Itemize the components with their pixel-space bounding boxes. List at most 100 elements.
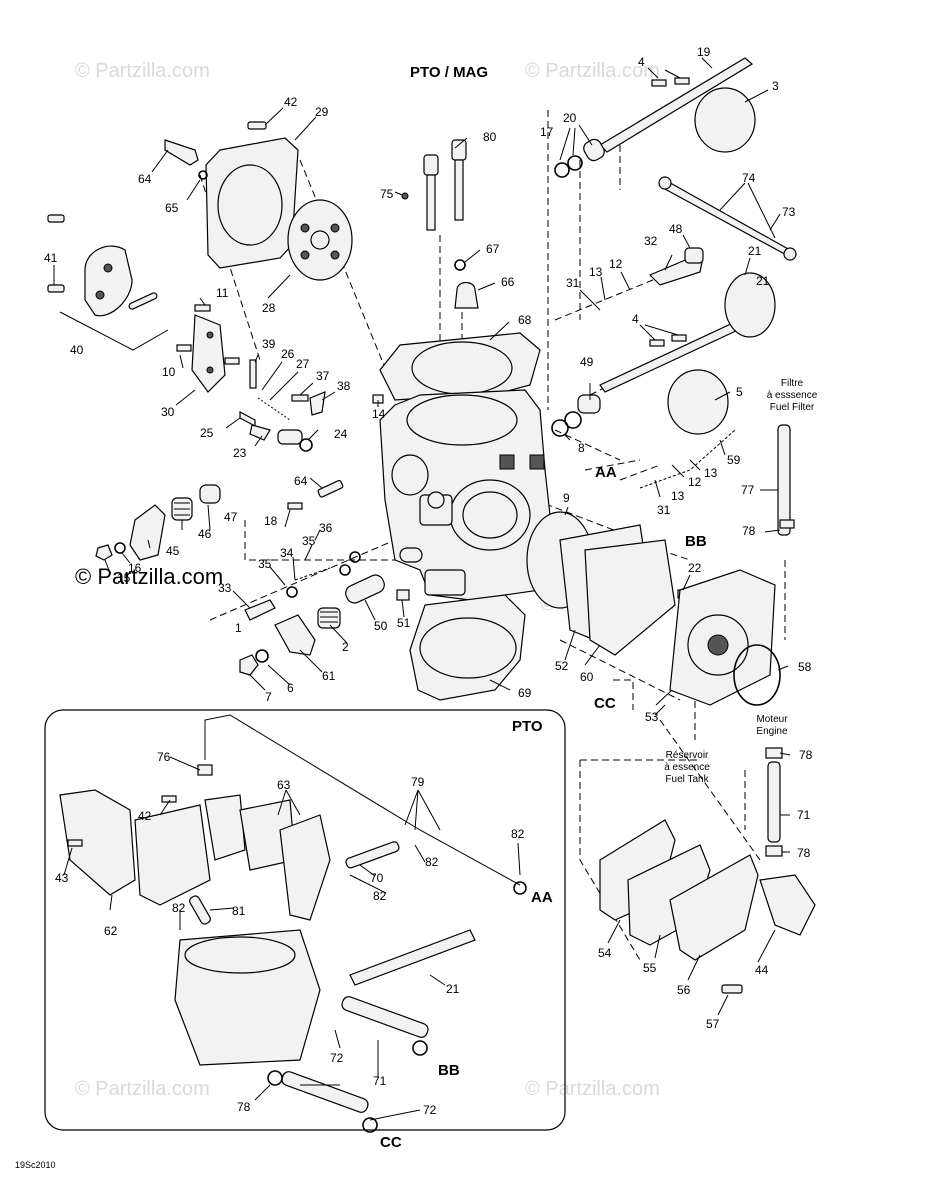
screw-41b: [47, 284, 65, 293]
callout: 42: [138, 809, 152, 823]
screw-4d: [671, 334, 687, 342]
pump-body-53: [669, 569, 776, 706]
oring-17b: [567, 155, 583, 171]
callout: 4: [632, 312, 639, 326]
bolts-80: [423, 139, 467, 231]
callout: 37: [316, 369, 330, 383]
washer-35a: [286, 586, 298, 598]
gasket-60: [584, 539, 676, 656]
spring-34: [294, 567, 331, 581]
callout: 57: [706, 1017, 720, 1031]
washer-65: [198, 170, 208, 180]
connector-aa-inset: AA: [531, 889, 553, 906]
callout: 78: [799, 748, 813, 762]
oring-8b: [564, 411, 582, 429]
callout: 25: [200, 426, 214, 440]
callout: 61: [322, 669, 336, 683]
hose-71-inset: [281, 1071, 369, 1113]
callout: 48: [669, 222, 683, 236]
callout: 34: [280, 546, 294, 560]
watermark: © Partzilla.com: [75, 1078, 210, 1100]
callout: 63: [277, 778, 291, 792]
callout: 58: [798, 660, 812, 674]
callout: 31: [566, 276, 580, 290]
callout: 15: [117, 571, 131, 585]
callout: 3: [772, 79, 779, 93]
screw-57: [721, 984, 743, 994]
shaft-19: [583, 57, 754, 162]
oring-8a: [551, 419, 569, 437]
note-engine-fr: Moteur: [756, 714, 788, 725]
hose-70: [345, 841, 400, 869]
callout: 51: [397, 616, 411, 630]
screw-18: [287, 502, 303, 510]
callout: 31: [657, 503, 671, 517]
screw-10b: [224, 357, 240, 365]
callout: 45: [166, 544, 180, 558]
plate-5: [667, 369, 729, 435]
cap-48: [684, 247, 704, 264]
linkage-63: [279, 814, 331, 921]
spring-27: [257, 397, 291, 421]
screw-41a: [47, 214, 65, 223]
locktite-75: [401, 192, 409, 200]
callout: 22: [688, 561, 702, 575]
oring-36: [349, 551, 361, 563]
clip-38: [309, 391, 326, 416]
clamp-78-inset: [267, 1070, 283, 1086]
callout: 72: [423, 1103, 437, 1117]
callout: 42: [284, 95, 298, 109]
fitting-49: [577, 394, 601, 414]
oring-58: [733, 644, 781, 706]
fuel-filter-77: [777, 424, 791, 536]
clip-25: [239, 411, 256, 427]
callout: 60: [580, 670, 594, 684]
spring-46: [171, 497, 193, 521]
tube-50: [345, 574, 385, 604]
callout: 11: [216, 286, 229, 300]
lever-61: [274, 614, 316, 656]
callout: 35: [258, 557, 272, 571]
callout: 70: [370, 871, 384, 885]
cover-inset: [134, 804, 211, 906]
oring-17a: [554, 162, 570, 178]
callout: 79: [411, 775, 425, 789]
note-fuel-filter-fr: Filtre: [781, 378, 804, 389]
needle-23: [249, 424, 271, 441]
callout: 82: [172, 901, 186, 915]
callout: 44: [755, 963, 769, 977]
watermarks: © Partzilla.com © Partzilla.com © Partzi…: [75, 60, 675, 1100]
screw-4b: [674, 77, 690, 85]
callout: 17: [540, 125, 554, 139]
callout: 75: [380, 187, 394, 201]
note-fuel-tank-fr: Réservoir: [666, 750, 709, 761]
pto-inset: [44, 709, 566, 1133]
callout: 82: [425, 855, 439, 869]
callout: 12: [609, 257, 623, 271]
note-fuel-filter-fr2: à esssence: [767, 390, 818, 401]
callout: 82: [511, 827, 525, 841]
nut-7: [239, 654, 259, 676]
callout: 21: [748, 244, 762, 258]
callout: 74: [742, 171, 756, 185]
callout: 59: [727, 453, 741, 467]
bracket-64: [164, 139, 199, 166]
callout: 16: [128, 561, 142, 575]
callout: 67: [486, 242, 500, 256]
callout: 38: [337, 379, 351, 393]
callout: 72: [330, 1051, 344, 1065]
right-labels: 78 71 78 54 55 56 44 57: [598, 748, 813, 1031]
clamp-66: [454, 281, 479, 309]
callout: 55: [643, 961, 657, 975]
callout: 78: [742, 524, 756, 538]
callout: 10: [162, 365, 176, 379]
cover-56: [669, 854, 759, 961]
gasket-68: [379, 332, 541, 401]
screw-4c: [649, 339, 665, 347]
oring-24: [299, 438, 313, 452]
callout: 81: [232, 904, 246, 918]
pin-39: [249, 359, 257, 389]
callout: 69: [518, 686, 532, 700]
diagram-code: 19Sc2010: [15, 1160, 56, 1170]
